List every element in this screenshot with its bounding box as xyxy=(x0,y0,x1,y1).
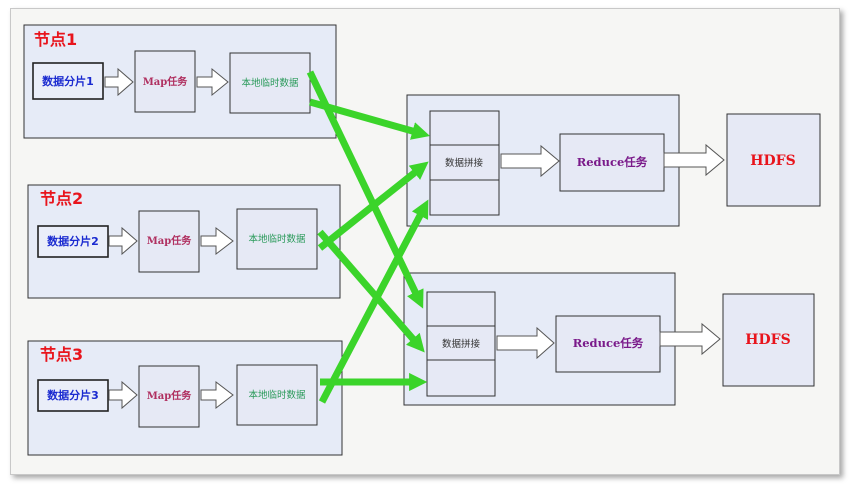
reducer-2-merge-label: 数据拼接 xyxy=(442,338,481,350)
node-1-tmp-box xyxy=(229,52,311,114)
node-1-title: 节点1 xyxy=(34,30,77,49)
node-2-split-label: 数据分片2 xyxy=(47,234,99,248)
hdfs-1-box xyxy=(726,113,821,207)
reducer-1-reduce-box xyxy=(559,133,665,192)
node-2-split-box xyxy=(37,225,109,258)
node-1-map-label: Map任务 xyxy=(143,75,189,88)
node-2-tmp-label: 本地临时数据 xyxy=(248,233,306,245)
hdfs-1-label: HDFS xyxy=(750,153,795,169)
reducer-1: 数据拼接 Reduce任务 xyxy=(406,94,680,227)
reducer-1-merge-label: 数据拼接 xyxy=(445,157,484,169)
shuffle-arrows xyxy=(306,70,431,404)
node-3-title: 节点3 xyxy=(40,345,83,364)
node-1-split-box xyxy=(32,62,104,100)
reducer-2: 数据拼接 Reduce任务 xyxy=(403,272,676,406)
reducer-2-merge-box xyxy=(426,291,496,397)
node-2: 节点2 数据分片2 Map任务 本地临时数据 xyxy=(27,184,341,299)
node-2-tmp-box xyxy=(236,208,318,270)
node-1-map-box xyxy=(134,50,196,113)
block-arrow-icon xyxy=(196,67,229,97)
block-arrow-icon xyxy=(500,144,560,178)
node-1-tmp-label: 本地临时数据 xyxy=(241,77,299,89)
node-1: 节点1 数据分片1 Map任务 本地临时数据 xyxy=(23,24,337,139)
node-2-title: 节点2 xyxy=(40,189,83,208)
block-arrow-icon xyxy=(104,67,134,97)
block-arrow-icon xyxy=(663,143,725,177)
node-3-tmp-box xyxy=(236,364,318,426)
hdfs-2-box xyxy=(722,293,815,387)
green-arrow-icon xyxy=(317,229,425,353)
block-arrow-icon xyxy=(200,226,234,256)
reducer-1-reduce-label: Reduce任务 xyxy=(577,155,648,169)
block-arrow-icon xyxy=(108,380,138,410)
reducer-2-reduce-box xyxy=(555,315,661,373)
hdfs-2-label: HDFS xyxy=(745,332,790,348)
reducer-1-merge-box xyxy=(429,110,500,216)
node-3-map-label: Map任务 xyxy=(147,389,193,402)
node-1-split-label: 数据分片1 xyxy=(42,74,94,88)
green-arrow-icon xyxy=(318,199,429,404)
block-arrow-icon xyxy=(659,322,721,356)
node-3-split-label: 数据分片3 xyxy=(47,388,99,402)
reducer-2-reduce-label: Reduce任务 xyxy=(573,336,644,350)
node-3-split-box xyxy=(37,379,109,412)
node-3-map-box xyxy=(138,365,200,428)
node-2-map-box xyxy=(138,210,200,273)
block-arrow-icon xyxy=(108,226,138,256)
node-3-tmp-label: 本地临时数据 xyxy=(248,389,306,401)
block-arrow-icon xyxy=(496,326,555,360)
node-2-map-label: Map任务 xyxy=(147,234,193,247)
node-3: 节点3 数据分片3 Map任务 本地临时数据 xyxy=(27,340,343,456)
green-arrow-icon xyxy=(306,70,424,309)
hdfs-1: HDFS xyxy=(726,113,821,207)
green-arrow-icon xyxy=(317,161,429,251)
hdfs-2: HDFS xyxy=(722,293,815,387)
block-arrow-icon xyxy=(200,380,234,410)
